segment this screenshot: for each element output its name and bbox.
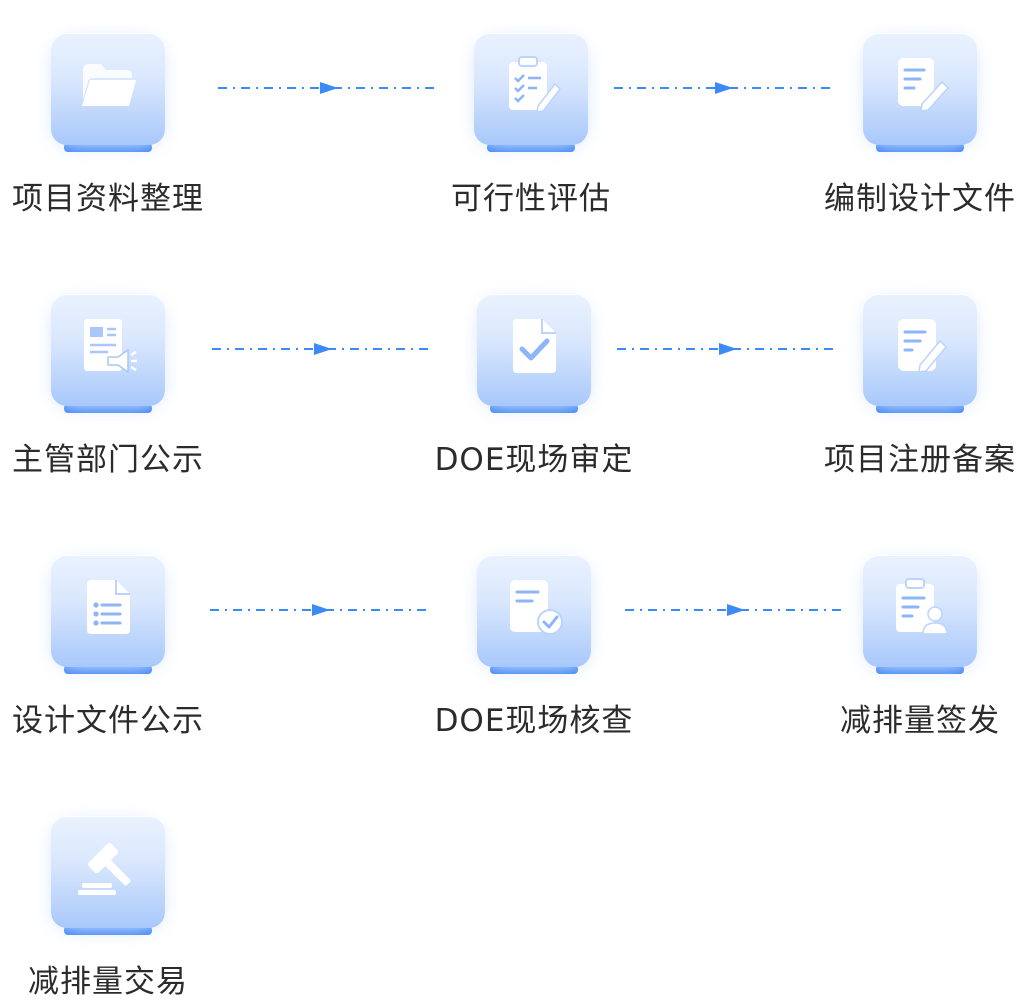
step-label: 主管部门公示 — [12, 442, 204, 478]
document-check-icon — [504, 315, 564, 377]
step-tile — [474, 33, 588, 153]
connector-arrow — [617, 339, 837, 359]
document-verify-icon — [504, 576, 564, 638]
step-label: DOE现场审定 — [434, 442, 634, 478]
step-tile — [863, 555, 977, 675]
step-tile — [51, 555, 165, 675]
document-register-icon — [890, 315, 950, 377]
step-label: 编制设计文件 — [824, 181, 1016, 217]
document-list-icon — [78, 576, 138, 638]
step-label: 减排量交易 — [28, 964, 188, 1000]
connector-arrow — [210, 600, 430, 620]
step-label: 项目注册备案 — [824, 442, 1016, 478]
folder-icon — [78, 54, 138, 116]
announcement-document-icon — [78, 315, 138, 377]
step-label: 项目资料整理 — [12, 181, 204, 217]
connector-arrow — [614, 78, 832, 98]
step-tile — [51, 294, 165, 414]
step-tile — [477, 555, 591, 675]
connector-arrow — [212, 339, 430, 359]
step-label: 可行性评估 — [451, 181, 611, 217]
step-label: 减排量签发 — [840, 703, 1000, 739]
step-tile — [51, 816, 165, 936]
clipboard-checklist-icon — [501, 54, 561, 116]
step-tile — [863, 294, 977, 414]
step-tile — [477, 294, 591, 414]
clipboard-user-icon — [890, 576, 950, 638]
step-label: 设计文件公示 — [12, 703, 204, 739]
step-tile — [51, 33, 165, 153]
connector-arrow — [218, 78, 438, 98]
connector-arrow — [625, 600, 845, 620]
step-label: DOE现场核查 — [434, 703, 634, 739]
gavel-icon — [78, 837, 138, 899]
document-edit-icon — [890, 54, 950, 116]
step-tile — [863, 33, 977, 153]
